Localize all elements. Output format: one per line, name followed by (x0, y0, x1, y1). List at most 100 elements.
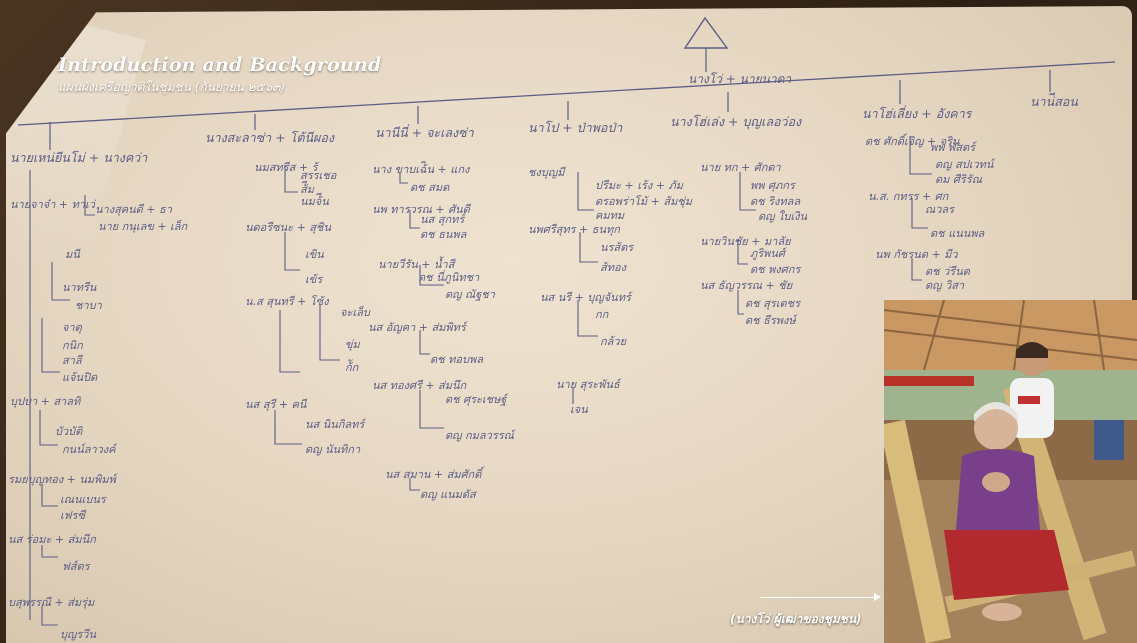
tree-child-label: ปรีมะ + เร้ง + ภัม (595, 179, 684, 192)
tree-child-label: บุญรวีน (60, 628, 96, 641)
tree-child-label: จาตุ (62, 321, 82, 334)
tree-branch-label: นายเหน่ยีนโม่ + นางคว่า (10, 150, 148, 165)
tree-child-label: ดช สมด (410, 181, 450, 194)
tree-branch-label: นานีนี่ + จะเลงซ่า (375, 125, 474, 140)
tree-child-label: ขุ่ม (345, 338, 360, 351)
tree-child-label: นายวีรัน + น้ำสี (378, 258, 455, 271)
tree-child-label: มนี (65, 248, 80, 261)
tree-child-label: นาทรีน (62, 281, 97, 294)
tree-child-label: ดช ศุระเชษฐ์ (445, 393, 507, 406)
tree-branch-label: นาโป + ป่าพอป่า (528, 120, 623, 135)
tree-child-label: บุปบา + สาลทิ (10, 395, 81, 408)
tree-child-label: แจ้นปิด (62, 371, 98, 384)
tree-child-label: ดญ กมลวรรณ์ (445, 429, 514, 442)
tree-child-label: ดญ นันทิกา (305, 443, 361, 456)
tree-child-label: กนน์ลาวงค์ (62, 443, 116, 456)
tree-child-label: เขิน (305, 248, 324, 261)
tree-child-label: ดช ทอบพล (430, 353, 483, 366)
elder-photo-illustration (884, 300, 1137, 643)
tree-child-label: ก้ัก (345, 361, 359, 374)
tree-child-label: พพ พัสตร์ (930, 141, 976, 154)
tree-child-label: ฟส์ตร (62, 560, 90, 573)
tree-child-label: นรส้ตร (600, 241, 634, 254)
tree-child-label: ดญ วิสา (925, 279, 965, 292)
caption-arrow-icon (874, 593, 881, 601)
tree-child-label: ดช สุรเดชร (745, 297, 801, 310)
caption-pointer-line (760, 597, 878, 598)
tree-child-label: นพ ทารวรณ + ศันดี (372, 203, 470, 216)
tree-child-label: นส ทองศรี + ส่มนึก (372, 379, 467, 392)
tree-child-label: ดช ว่รีนต (925, 265, 970, 278)
slide-title: Introduction and Background (58, 54, 382, 76)
tree-child-label: นาย ทก + ศักดา (700, 161, 781, 174)
tree-child-label: นมจ้ีน (300, 195, 329, 208)
elder-photo (884, 300, 1137, 643)
tree-child-label: คมทม (595, 209, 625, 222)
tree-child-label: เข้ร (305, 273, 323, 286)
tree-child-label: ดญ ณัฐชา (445, 288, 495, 301)
tree-child-label: นส ร่อมะ + ส่มนีก (8, 533, 96, 546)
tree-child-label: ดช แนนพล (930, 227, 985, 240)
tree-child-label: พพ ศุภกร (750, 179, 795, 192)
slide-subtitle: แผนผังเครือญาติในชุมชน (กันยายน ๒๕๖๓) (58, 80, 286, 94)
tree-child-label: กนิก (62, 339, 83, 352)
tree-child-label: ดรอพร่าโม้ + ส้มชุ่ม (595, 195, 693, 208)
tree-child-label: นมสทรีส + ร้ (254, 161, 318, 174)
tree-child-label: ดญ ใบเงิน (758, 210, 808, 223)
tree-child-label: ชาบา (75, 299, 102, 312)
tree-root: นางโว่ + นายนาดา (688, 72, 792, 86)
tree-child-label: บสุพรรณี + ส่มรุ่ม (8, 596, 95, 609)
tree-child-label: เณนเบนร (60, 493, 106, 506)
branch-brackets (29, 136, 932, 626)
tree-branch-label: นางโฮ่เล่ง + บุญเลอว่อง (670, 114, 802, 129)
tree-child-label: จะเล็บ (340, 306, 370, 319)
tree-child-label: นพศรีสุทร + ธนทุก (528, 223, 620, 236)
triangle-symbol (683, 16, 729, 49)
tree-child-label: กล้วย (600, 335, 627, 348)
tree-child-label: เฟรซี (60, 509, 85, 522)
generation-line (17, 61, 1116, 126)
tree-child-label: ดช พงศกร (750, 263, 801, 276)
tree-child-label: นางสุคนดี + ธา (95, 203, 172, 216)
tree-child-label: นาย กนุเลข + เล็ก (98, 220, 188, 233)
tree-child-label: นายวินชัย + มาลัย (700, 235, 791, 248)
tree-child-label: สาลี (62, 354, 82, 367)
tree-child-label: น.ส. กทรร + ศก (868, 190, 949, 203)
tree-branch-label: นาโฮ่เลี่ยง + อังคาร (862, 106, 972, 121)
tree-child-label: นส ธัญวรรณ + ชัย (700, 279, 793, 292)
photo-caption: (นางโว่ ผู้เฒ่าของชุมชน) (730, 612, 862, 626)
tree-child-label: รมยบุญทอง + นมพิมพ์ (8, 473, 116, 486)
tree-child-label: สรรเชอ (300, 169, 337, 182)
tree-child-label: บัวบัติ (55, 425, 83, 438)
tree-child-label: ดช นี่ภูนิทชา (418, 271, 480, 284)
tree-child-label: นส นรี + บุญจันทร์ (540, 291, 631, 304)
tree-child-label: ณวลร (925, 203, 955, 216)
tree-child-label: นดอรีซนะ + สุชิน (245, 221, 331, 234)
tree-child-label: นาง ขาบเฉ้ิน + แกง (372, 163, 470, 176)
tree-child-label: เจน (570, 403, 588, 416)
tree-child-label: ดช ธนพล (420, 228, 467, 241)
tree-child-label: น.ส สุนทรี + โซ้ง (245, 295, 329, 308)
tree-child-label: นาย สุระพันธ์ (556, 378, 620, 391)
tree-child-label: นส นินกิลทร์ (305, 418, 365, 431)
tree-child-label: นส สุรี + คนี (245, 398, 307, 411)
tree-child-label: ดญ แนมดัส (420, 488, 476, 501)
tree-child-label: ชงบุญมี (528, 166, 565, 179)
tree-child-label: นส สุกทร์ (420, 213, 465, 226)
tree-child-label: นส สมาน + ส่มศักดิ์ (385, 468, 482, 481)
tree-branch-label: นาน่ีสอน (1030, 94, 1078, 109)
tree-child-label: ดช ศักดิ์เจิญ + จริน (865, 135, 960, 148)
tree-branch-label: นางสะลาซ่า + โต้นีผอง (205, 130, 334, 145)
tree-child-label: นายจาจ๋า + ทาเว่ (10, 198, 95, 211)
tree-child-label: ดช ธีรพงษ์ (745, 314, 796, 327)
tree-child-label: ดม ศีริรัณ (935, 173, 982, 186)
tree-child-label: ส้ีม (300, 183, 314, 196)
tree-child-label: ดญ สปเวทน์ (935, 158, 994, 171)
tree-child-label: นส อัญคา + ส่มพิทร์ (368, 321, 466, 334)
tree-child-label: ดช ริงทลล (750, 195, 801, 208)
tree-child-label: ภูริพนศ์ (750, 247, 785, 260)
tree-child-label: นพ กัชรนด + มีว (875, 248, 958, 261)
tree-child-label: กก (595, 308, 609, 321)
tree-child-label: ส้ทอง (600, 261, 626, 274)
